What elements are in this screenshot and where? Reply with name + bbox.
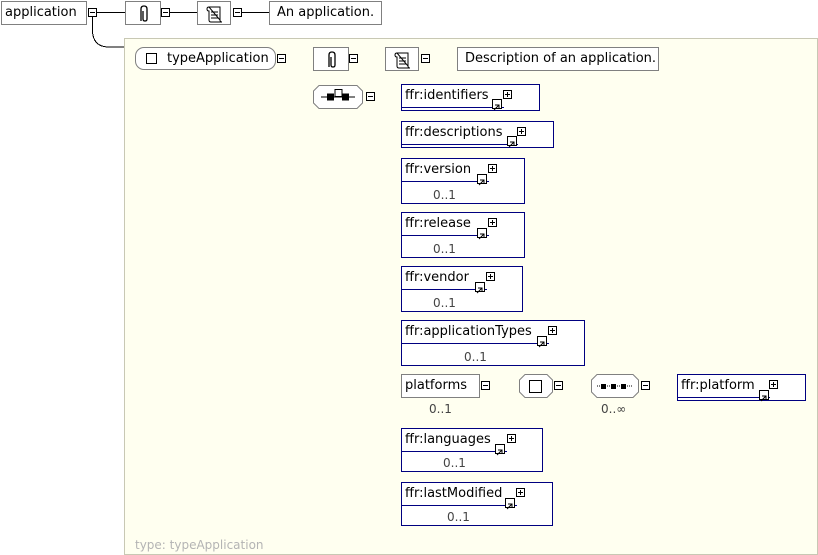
occurrence-label: 0..1 xyxy=(443,456,466,470)
paperclip-icon xyxy=(328,51,336,68)
root-documentation-text: An application. xyxy=(269,1,382,25)
expand-icon[interactable] xyxy=(503,90,512,99)
collapse-icon[interactable] xyxy=(161,8,170,17)
element-underline xyxy=(401,505,517,506)
element-name: platforms xyxy=(405,378,468,393)
collapse-icon[interactable] xyxy=(277,54,286,63)
element-name: ffr:version xyxy=(405,162,472,177)
element-name: ffr:release xyxy=(405,216,471,231)
element-name: ffr:vendor xyxy=(405,270,469,285)
occurrence-label: 0..∞ xyxy=(601,402,627,416)
element-underline xyxy=(401,289,487,290)
element-platforms[interactable]: platforms xyxy=(401,374,480,398)
element-underline xyxy=(401,181,489,182)
occurrence-label: 0..1 xyxy=(433,242,456,256)
collapse-icon[interactable] xyxy=(481,381,490,390)
paperclip-icon xyxy=(140,5,148,22)
element-underline xyxy=(401,343,549,344)
collapse-icon[interactable] xyxy=(233,8,242,17)
collapse-icon[interactable] xyxy=(349,54,358,63)
expand-icon[interactable] xyxy=(488,218,497,227)
root-element-name: application xyxy=(5,5,77,20)
occurrence-label: 0..1 xyxy=(429,402,452,416)
expand-icon[interactable] xyxy=(516,488,525,497)
collapse-icon[interactable] xyxy=(366,92,375,101)
element-ffr-descriptions[interactable]: ffr:descriptions xyxy=(401,121,554,148)
element-underline xyxy=(401,144,518,145)
anonymous-type-icon[interactable] xyxy=(519,374,553,398)
expand-icon[interactable] xyxy=(548,326,557,335)
reference-arrow-icon xyxy=(477,174,487,186)
element-name: ffr:platform xyxy=(681,378,755,393)
reference-arrow-icon xyxy=(492,99,502,111)
occurrence-label: 0..1 xyxy=(433,296,456,310)
scroll-icon xyxy=(394,52,411,69)
reference-arrow-icon xyxy=(759,390,769,402)
expand-icon[interactable] xyxy=(769,380,778,389)
collapse-icon[interactable] xyxy=(421,54,430,63)
element-ffr-platform[interactable]: ffr:platform xyxy=(677,374,806,401)
occurrence-label: 0..1 xyxy=(464,350,487,364)
reference-arrow-icon xyxy=(537,336,547,348)
sequence-icon[interactable] xyxy=(313,85,363,109)
complex-type-checkbox-icon xyxy=(146,53,157,64)
scroll-icon xyxy=(206,6,223,23)
documentation-node[interactable] xyxy=(197,1,231,25)
type-footer: type: typeApplication xyxy=(135,538,264,552)
collapse-icon[interactable] xyxy=(641,381,650,390)
element-ffr-lastmodified[interactable]: ffr:lastModified 0..1 xyxy=(401,482,553,526)
element-name: ffr:lastModified xyxy=(405,486,503,501)
element-name: ffr:applicationTypes xyxy=(405,324,532,339)
expand-icon[interactable] xyxy=(507,434,516,443)
element-ffr-languages[interactable]: ffr:languages 0..1 xyxy=(401,428,543,472)
root-element-application[interactable]: application xyxy=(1,1,87,25)
expand-icon[interactable] xyxy=(517,127,526,136)
complex-type-name: typeApplication xyxy=(167,51,269,66)
type-annotation-node[interactable] xyxy=(313,47,349,71)
annotation-node[interactable] xyxy=(125,1,161,25)
expand-icon[interactable] xyxy=(488,164,497,173)
element-underline xyxy=(401,107,504,108)
type-documentation: Description of an application. xyxy=(465,51,657,66)
type-documentation-text: Description of an application. xyxy=(457,47,659,71)
collapse-icon[interactable] xyxy=(88,8,97,17)
element-underline xyxy=(401,235,489,236)
occurrence-label: 0..1 xyxy=(433,188,456,202)
expand-icon[interactable] xyxy=(486,272,495,281)
element-name: ffr:descriptions xyxy=(405,125,503,140)
reference-arrow-icon xyxy=(477,228,487,240)
reference-arrow-icon xyxy=(495,444,505,456)
element-underline xyxy=(677,397,770,398)
sequence-icon[interactable] xyxy=(591,374,639,398)
element-underline xyxy=(401,451,507,452)
collapse-icon[interactable] xyxy=(554,381,563,390)
reference-arrow-icon xyxy=(507,136,517,148)
reference-arrow-icon xyxy=(475,282,485,294)
element-name: ffr:identifiers xyxy=(405,88,489,103)
occurrence-label: 0..1 xyxy=(447,510,470,524)
root-documentation: An application. xyxy=(277,5,375,20)
element-ffr-identifiers[interactable]: ffr:identifiers xyxy=(401,84,540,111)
element-name: ffr:languages xyxy=(405,432,491,447)
type-documentation-node[interactable] xyxy=(385,47,419,71)
complex-type-header[interactable]: typeApplication xyxy=(135,47,276,70)
reference-arrow-icon xyxy=(505,498,515,510)
